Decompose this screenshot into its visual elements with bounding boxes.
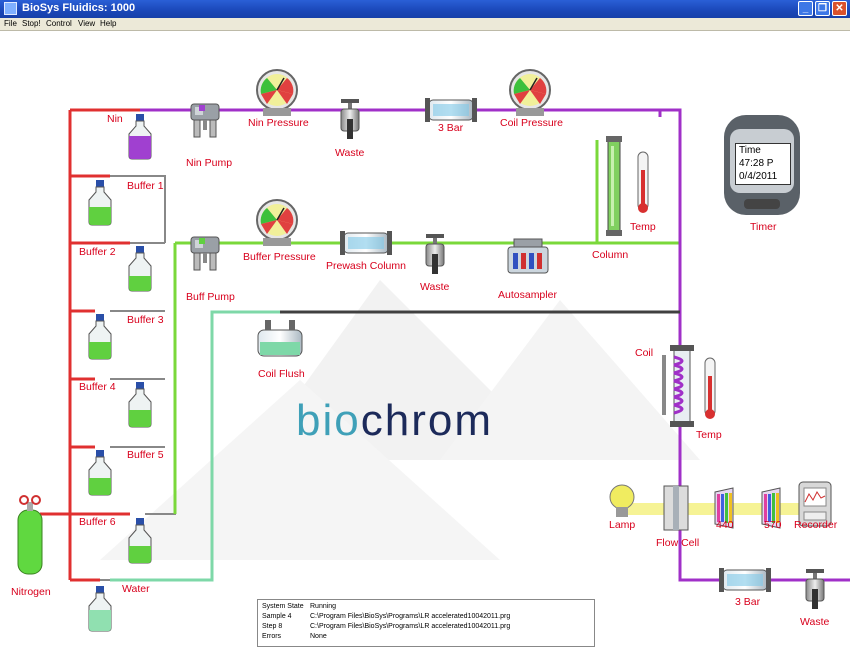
bar-bottom-label: 3 Bar xyxy=(735,596,761,608)
autosampler-label: Autosampler xyxy=(498,289,557,301)
coil-label: Coil xyxy=(635,347,654,359)
menu-view[interactable]: View xyxy=(78,19,96,28)
buffer3-label: Buffer 3 xyxy=(127,314,164,326)
close-button[interactable]: ✕ xyxy=(832,1,847,16)
timer-display: Time 47:28 P 0/4/2011 xyxy=(735,143,791,185)
nin-pump-label: Nin Pump xyxy=(186,157,233,169)
menu-control[interactable]: Control xyxy=(46,19,72,28)
column-label: Column xyxy=(592,249,629,261)
timer-line-2: 47:28 P xyxy=(739,158,774,169)
status-key: Step 8 xyxy=(262,623,283,630)
menu-file[interactable]: File xyxy=(4,19,17,28)
nin-pressure-label: Nin Pressure xyxy=(248,117,309,129)
buffer6-label: Buffer 6 xyxy=(79,516,116,528)
brand-part2: chrom xyxy=(360,396,493,445)
timer-line-1: Time xyxy=(739,145,761,156)
status-key: Sample 4 xyxy=(262,613,292,620)
brand-logo: biochrom xyxy=(296,396,493,446)
title-bar: BioSys Fluidics: 1000 _ ❐ ✕ xyxy=(0,0,850,18)
timer-label: Timer xyxy=(750,221,777,233)
prewash-column-label: Prewash Column xyxy=(326,260,406,272)
brand-part1: bio xyxy=(296,396,361,445)
status-key: System State xyxy=(262,603,304,610)
timer-line-3: 0/4/2011 xyxy=(739,171,778,182)
detector-570-label: 570 xyxy=(764,519,782,531)
schematic-canvas: Nin Nin Pump Nin Pressure Waste 3 Bar Co… xyxy=(0,31,850,649)
detector-440-label: 440 xyxy=(716,519,734,531)
status-panel: System State Running Sample 4 C:\Program… xyxy=(257,599,595,647)
waste-top-label: Waste xyxy=(335,147,365,159)
buffer2-label: Buffer 2 xyxy=(79,246,116,258)
coil-pressure-label: Coil Pressure xyxy=(500,117,564,129)
flow-cell-label: Flow Cell xyxy=(656,537,700,549)
status-value: C:\Program Files\BioSys\Programs\LR acce… xyxy=(310,623,511,630)
buffer5-label: Buffer 5 xyxy=(127,449,164,461)
menu-bar: File Stop! Control View Help xyxy=(0,18,850,31)
temp-top-label: Temp xyxy=(630,221,656,233)
status-value: None xyxy=(310,633,327,640)
buffer1-label: Buffer 1 xyxy=(127,180,164,192)
maximize-button[interactable]: ❐ xyxy=(815,1,830,16)
nitrogen-label: Nitrogen xyxy=(11,586,51,598)
coil-flush-label: Coil Flush xyxy=(258,368,305,380)
minimize-button[interactable]: _ xyxy=(798,1,813,16)
buff-pump-label: Buff Pump xyxy=(186,291,235,303)
lamp-label: Lamp xyxy=(609,519,636,531)
fluidics-diagram xyxy=(17,69,850,632)
app-icon xyxy=(4,2,17,15)
water-label: Water xyxy=(122,583,150,595)
bar-top-label: 3 Bar xyxy=(438,122,464,134)
status-key: Errors xyxy=(262,633,282,640)
status-value: C:\Program Files\BioSys\Programs\LR acce… xyxy=(310,613,511,620)
menu-help[interactable]: Help xyxy=(100,19,117,28)
waste-bottom-label: Waste xyxy=(800,616,830,628)
window-title: BioSys Fluidics: 1000 xyxy=(22,2,136,14)
waste-mid-label: Waste xyxy=(420,281,450,293)
recorder-label: Recorder xyxy=(794,519,838,531)
menu-stop[interactable]: Stop! xyxy=(22,19,41,28)
temp-coil-label: Temp xyxy=(696,429,722,441)
status-value: Running xyxy=(310,603,337,610)
buffer4-label: Buffer 4 xyxy=(79,381,116,393)
buffer-pressure-label: Buffer Pressure xyxy=(243,251,316,263)
nin-label: Nin xyxy=(107,113,123,125)
